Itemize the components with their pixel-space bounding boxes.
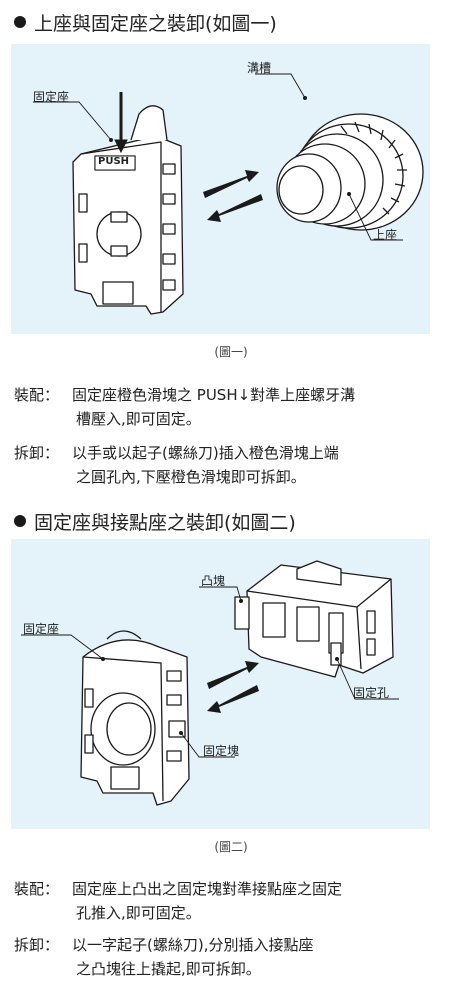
push-label <box>94 155 136 171</box>
disassembly-line1: 以一字起子(螺絲刀),分別插入接點座 <box>72 936 314 954</box>
figure1-panel: 溝槽 固定座 上座 PUSH <box>11 44 430 334</box>
double-arrow-icon <box>203 170 263 222</box>
bullet-icon <box>14 515 26 527</box>
section2-heading: 固定座與接點座之裝卸(如圖二) <box>14 508 296 535</box>
callout-upper-seat: 上座 <box>373 228 398 242</box>
disassembly-line2: 之凸塊往上撬起,即可拆卸。 <box>76 960 261 978</box>
section2-assembly: 裝配： 固定座上凸出之固定塊對準接點座之固定 孔推入,即可固定。 <box>14 877 454 925</box>
section1-assembly: 裝配： 固定座橙色滑塊之 PUSH↓對準上座螺牙溝 槽壓入,即可固定。 <box>14 383 454 431</box>
figure2-panel: 凸塊 固定座 固定孔 固定塊 <box>11 539 430 829</box>
section1-disassembly: 拆卸： 以手或以起子(螺絲刀)插入橙色滑塊上端 之圓孔內,下壓橙色滑塊即可拆卸。 <box>14 441 454 489</box>
callout-fixed-hole: 固定孔 <box>353 686 390 700</box>
disassembly-line1: 以手或以起子(螺絲刀)插入橙色滑塊上端 <box>72 444 339 462</box>
contact-block <box>234 560 394 678</box>
push-text: PUSH <box>98 156 130 167</box>
callout-fixed-seat: 固定座 <box>23 622 60 636</box>
figure2-illustration <box>21 560 399 806</box>
fixed-seat-top <box>130 105 168 141</box>
assembly-line2: 孔推入,即可固定。 <box>76 904 201 922</box>
assembly-line2: 槽壓入,即可固定。 <box>76 410 201 428</box>
down-arrow-icon <box>114 92 128 154</box>
assembly-line1: 固定座上凸出之固定塊對準接點座之固定 <box>72 880 343 898</box>
figure1-caption: (圖一) <box>214 345 248 359</box>
callout-fixed-block: 固定塊 <box>203 744 240 758</box>
upper-seat <box>276 113 424 231</box>
fixed-seat-2 <box>80 630 190 806</box>
disassembly-label: 拆卸： <box>14 444 60 462</box>
assembly-line1: 固定座橙色滑塊之 PUSH↓對準上座螺牙溝 <box>72 386 356 404</box>
double-arrow-icon <box>207 661 259 713</box>
figure2-caption: (圖二) <box>214 840 248 854</box>
section2-disassembly: 拆卸： 以一字起子(螺絲刀),分別插入接點座 之凸塊往上撬起,即可拆卸。 <box>14 933 454 981</box>
section1-heading: 上座與固定座之裝卸(如圖一) <box>14 9 277 36</box>
assembly-label: 裝配： <box>14 880 60 898</box>
callout-groove: 溝槽 <box>247 61 272 75</box>
figure1-illustration <box>33 73 424 315</box>
bullet-icon <box>14 16 26 28</box>
disassembly-line2: 之圓孔內,下壓橙色滑塊即可拆卸。 <box>76 468 306 486</box>
callout-bump: 凸塊 <box>201 574 226 588</box>
assembly-label: 裝配： <box>14 386 60 404</box>
callout-fixed-seat: 固定座 <box>33 90 70 104</box>
disassembly-label: 拆卸： <box>14 936 60 954</box>
